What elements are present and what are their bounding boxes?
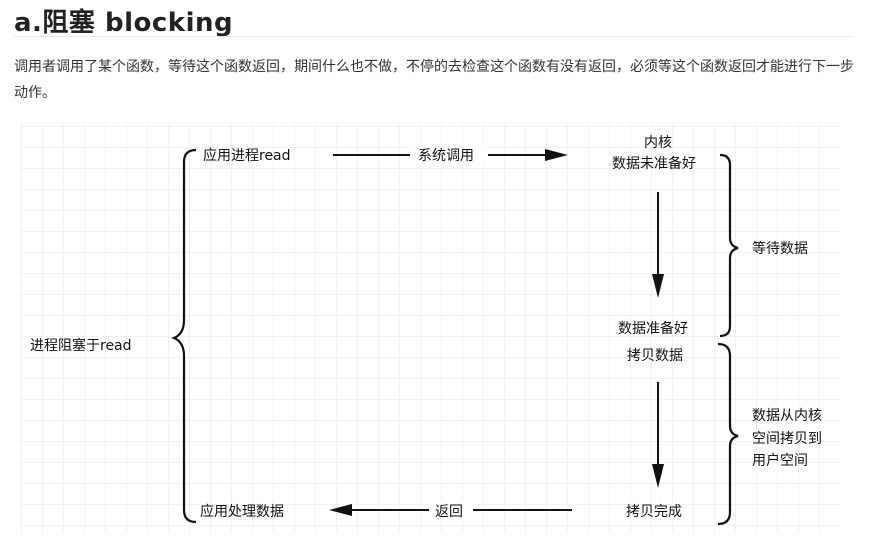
kernel-label: 内核 bbox=[644, 135, 672, 151]
wait-data-brace bbox=[719, 153, 739, 338]
syscall-label: 系统调用 bbox=[418, 148, 474, 164]
copy-done-label: 拷贝完成 bbox=[626, 504, 682, 520]
return-label: 返回 bbox=[435, 504, 463, 520]
syscall-arrowhead bbox=[545, 149, 568, 161]
app-process-label: 应用处理数据 bbox=[200, 503, 284, 520]
data-not-ready-label: 数据未准备好 bbox=[612, 155, 696, 172]
wait-arrowhead bbox=[652, 274, 664, 298]
data-ready-label: 数据准备好 bbox=[618, 320, 688, 337]
app-read-label: 应用进程read bbox=[203, 147, 291, 164]
syscall-label-bg bbox=[410, 145, 488, 165]
grid-background bbox=[20, 124, 840, 532]
return-label-bg bbox=[429, 500, 473, 520]
copy-desc-line3: 用户空间 bbox=[752, 452, 808, 469]
return-arrowhead bbox=[329, 504, 352, 516]
copy-data-brace bbox=[717, 342, 739, 526]
left-brace bbox=[171, 148, 197, 524]
copy-desc-line1: 数据从内核 bbox=[752, 408, 822, 424]
wait-data-label: 等待数据 bbox=[752, 240, 808, 257]
title-divider bbox=[14, 36, 854, 37]
page-title: a.阻塞 blocking bbox=[14, 8, 234, 38]
description-paragraph: 调用者调用了某个函数，等待这个函数返回，期间什么也不做，不停的去检查这个函数有没… bbox=[14, 59, 854, 101]
process-blocked-label: 进程阻塞于read bbox=[30, 337, 132, 354]
copy-data-label: 拷贝数据 bbox=[627, 348, 683, 364]
copy-arrowhead bbox=[652, 464, 664, 488]
copy-desc-line2: 空间拷贝到 bbox=[752, 431, 822, 447]
